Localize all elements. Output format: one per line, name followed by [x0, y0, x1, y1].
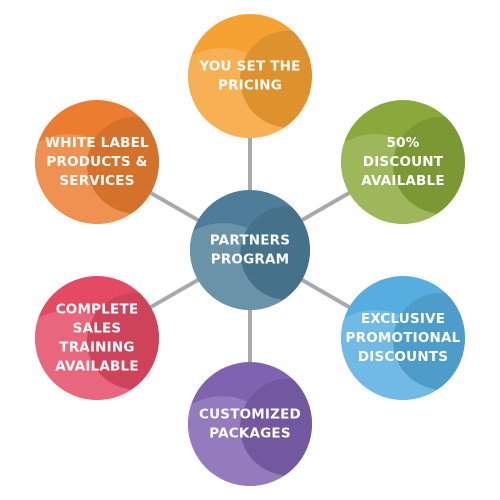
- center-node-label-line: PROGRAM: [211, 252, 290, 268]
- node-training-label-line: SALES: [73, 321, 122, 337]
- node-promotional-shade: [393, 292, 465, 390]
- node-promotional-label-line: DISCOUNTS: [358, 349, 448, 365]
- node-packages-label-line: PACKAGES: [209, 426, 291, 442]
- node-promotional-label-line: EXCLUSIVE: [361, 311, 445, 327]
- node-discount-label-line: DISCOUNT: [363, 154, 444, 170]
- node-discount: 50% DISCOUNT AVAILABLE: [341, 100, 465, 224]
- node-training: COMPLETE SALES TRAINING AVAILABLE: [35, 276, 159, 400]
- node-white-label-label-line: SERVICES: [59, 173, 134, 189]
- node-promotional: EXCLUSIVE PROMOTIONAL DISCOUNTS: [341, 276, 465, 400]
- node-pricing-label-line: PRICING: [218, 78, 282, 94]
- node-white-label-shade: [87, 116, 159, 214]
- node-training-label-line: TRAINING: [59, 340, 134, 356]
- node-discount-shade: [393, 116, 465, 214]
- node-packages: CUSTOMIZED PACKAGES: [188, 362, 312, 486]
- outer-nodes: YOU SET THE PRICING 50% DISCOUNT AVAILABLE EX…: [35, 14, 465, 486]
- center-node-shade: [240, 206, 310, 300]
- node-white-label: WHITE LABEL PRODUCTS & SERVICES: [35, 100, 159, 224]
- node-training-shade: [87, 292, 159, 390]
- node-pricing: YOU SET THE PRICING: [188, 14, 312, 138]
- node-discount-label-line: AVAILABLE: [361, 173, 445, 189]
- node-white-label-label-line: WHITE LABEL: [45, 135, 149, 151]
- node-training-label-line: COMPLETE: [56, 302, 139, 318]
- node-packages-label-line: CUSTOMIZED: [199, 407, 301, 423]
- center-node-label-line: PARTNERS: [210, 233, 290, 249]
- center-node: PARTNERS PROGRAM: [190, 190, 310, 310]
- node-promotional-label-line: PROMOTIONAL: [346, 330, 461, 346]
- node-pricing-shade: [240, 30, 312, 128]
- node-white-label-label-line: PRODUCTS &: [46, 154, 147, 170]
- node-pricing-label-line: YOU SET THE: [198, 59, 300, 75]
- node-discount-label-line: 50%: [387, 135, 420, 151]
- node-training-label-line: AVAILABLE: [55, 359, 139, 375]
- node-packages-shade: [240, 378, 312, 476]
